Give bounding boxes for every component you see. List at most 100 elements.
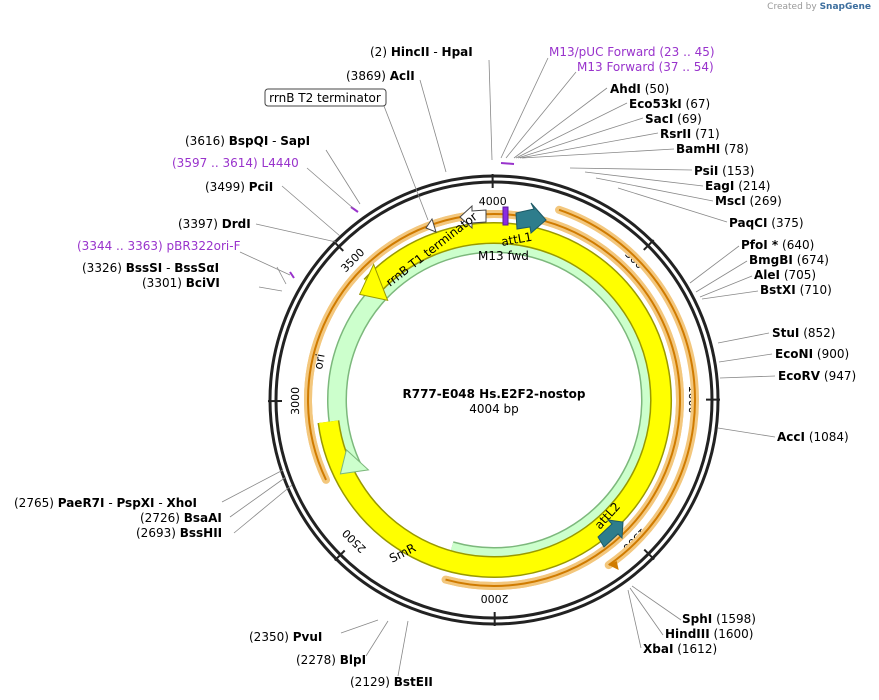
site-label: BstXI (710) <box>760 283 832 297</box>
primer-mark <box>500 162 515 165</box>
feature-arcs <box>289 162 699 590</box>
tick-mark <box>332 240 344 252</box>
leader-line <box>718 353 773 363</box>
site-labels: (2) HincII - HpaI (3869) AclI M13/pUC Fo… <box>14 45 856 689</box>
leader-line <box>719 375 776 379</box>
site-label: (2350) PvuI <box>249 630 322 644</box>
leader-line <box>419 79 447 173</box>
leader-line <box>627 589 642 649</box>
tick-mark <box>643 548 655 561</box>
ori-arrowhead <box>358 263 389 302</box>
leader-line <box>517 117 644 159</box>
site-label: BmgBI (674) <box>749 253 829 267</box>
tick-label: 4000 <box>479 195 507 208</box>
attl1-arrow <box>515 202 547 234</box>
m13-fwd-mark <box>502 206 509 226</box>
leader-line <box>595 177 714 202</box>
site-label: Eco53kI (67) <box>629 97 710 111</box>
leader-line <box>689 245 740 284</box>
primer-label: M13 Forward (37 .. 54) <box>577 60 714 74</box>
site-label: (2129) BstEII <box>350 675 433 689</box>
attl2-arrow <box>597 519 624 548</box>
leader-line <box>695 260 748 293</box>
callout-box-frame <box>264 88 387 107</box>
leader-line <box>717 427 776 438</box>
site-label: (2765) PaeR7I - PspXI - XhoI <box>14 496 197 510</box>
ori-arc <box>318 223 671 577</box>
leader-line <box>233 484 293 534</box>
site-label: HindIII (1600) <box>665 627 753 641</box>
feature-label-m13-fwd: M13 fwd <box>478 249 529 263</box>
leader-line <box>239 251 291 276</box>
tick-label: 2000 <box>481 592 509 605</box>
callout-box-label: rrnB T2 terminator <box>269 91 381 105</box>
site-label: StuI (852) <box>772 326 836 340</box>
site-label: PsiI (153) <box>694 164 754 178</box>
site-label: MscI (269) <box>715 194 782 208</box>
site-label: PfoI * (640) <box>741 238 814 252</box>
leader-line <box>617 187 728 223</box>
site-label: (3616) BspQI - SapI <box>185 134 310 148</box>
site-label: (2278) BlpI <box>296 653 366 667</box>
site-label: PaqCI (375) <box>729 216 804 230</box>
leader-line <box>701 290 759 300</box>
leader-line <box>229 476 287 518</box>
leader-line <box>306 167 354 209</box>
cds-arrowhead <box>608 561 619 571</box>
feature-label-attL1: attL1 <box>500 230 533 249</box>
site-label: BamHI (78) <box>676 142 749 156</box>
primer-label: M13/pUC Forward (23 .. 45) <box>549 45 715 59</box>
snapgene-credit: Created by SnapGene <box>767 2 871 12</box>
site-label: (3301) BciVI <box>142 276 220 290</box>
leader-line <box>717 332 770 344</box>
leader-line <box>519 132 659 159</box>
site-label: (3397) DrdI <box>178 217 251 231</box>
cds2-arc <box>307 213 681 587</box>
site-label: AhdI (50) <box>610 82 669 96</box>
site-label: SacI (69) <box>645 112 702 126</box>
credit-brand: SnapGene <box>819 2 871 12</box>
leader-line <box>325 149 361 205</box>
leader-line <box>513 87 608 159</box>
site-leader-lines <box>221 57 776 677</box>
leader-line <box>397 620 409 677</box>
primer-mark <box>350 206 359 213</box>
leader-line <box>281 185 341 237</box>
primer-mark <box>289 271 295 279</box>
leader-line <box>255 223 337 243</box>
leader-line <box>258 286 283 292</box>
site-label: SphI (1598) <box>682 612 756 626</box>
credit-prefix: Created by <box>767 2 817 12</box>
rrnb-t1-arrow <box>459 204 487 230</box>
site-label: (3326) BssSI - BssSαI <box>82 261 219 275</box>
site-label: AleI (705) <box>754 268 816 282</box>
site-label: (2) HincII - HpaI <box>370 45 473 59</box>
rrnb-t2-mark <box>425 217 437 233</box>
leader-line <box>631 585 682 621</box>
leader-line <box>629 587 664 636</box>
site-label: EcoRV (947) <box>778 369 856 383</box>
map-title: R777-E048 Hs.E2F2-nostop <box>402 387 585 401</box>
site-label: (2726) BsaAI <box>140 511 222 525</box>
site-label: (2693) BssHII <box>136 526 222 540</box>
leader-line <box>221 469 284 503</box>
tick-mark <box>334 549 346 562</box>
site-label: (3869) AclI <box>346 69 415 83</box>
map-length: 4004 bp <box>469 402 519 416</box>
leader-line <box>340 619 379 634</box>
site-label: AccI (1084) <box>777 430 849 444</box>
site-label: EcoNI (900) <box>775 347 849 361</box>
leader-line <box>515 102 628 159</box>
leader-line <box>500 57 549 159</box>
leader-line <box>521 148 675 159</box>
site-label: EagI (214) <box>705 179 770 193</box>
tick-label: 3000 <box>289 387 302 415</box>
cds-arc <box>558 208 696 566</box>
site-label: RsrII (71) <box>660 127 720 141</box>
feature-label-ori: ori <box>311 353 327 371</box>
leader-line <box>505 71 577 159</box>
leader-line <box>584 171 704 187</box>
leader-line <box>365 620 389 657</box>
leader-line <box>488 59 493 161</box>
